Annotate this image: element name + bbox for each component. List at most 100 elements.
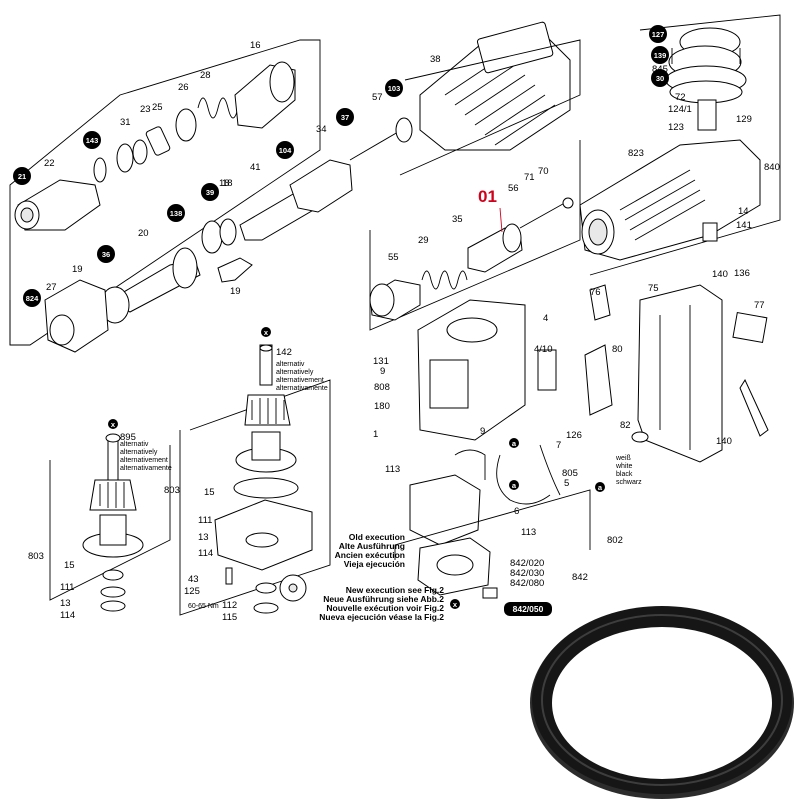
callout-badge-circle	[97, 245, 115, 263]
part-number-label: 43	[188, 574, 199, 585]
part-number-label: 1	[373, 429, 378, 440]
part-number-label: 126	[566, 430, 582, 441]
part-number-label: 808	[374, 382, 390, 393]
alt-895-line-2: alternatively	[120, 449, 158, 456]
part-number-label: 9	[480, 426, 485, 437]
part-number-label: 55	[388, 252, 399, 263]
callout-badge-circle	[23, 289, 41, 307]
alt-895-line-3: alternativement	[120, 457, 168, 464]
part-number-label: 840	[764, 162, 780, 173]
part-number-label: 9	[380, 366, 385, 377]
old-execution-line-3: Ancien exécution	[335, 550, 405, 560]
part-number-label: 823	[628, 148, 644, 159]
part-number-label: 29	[418, 235, 429, 246]
callout-badge-label: 104	[279, 146, 292, 155]
new-execution-line-2: Neue Ausführung siehe Abb.2	[323, 594, 444, 604]
callout-badge-circle	[385, 79, 403, 97]
gear-housing-assembly	[579, 14, 781, 276]
marker-x-1: x	[264, 328, 269, 337]
armature-assembly-895	[49, 433, 171, 612]
part-number-label: 13	[198, 532, 209, 543]
part-number-label: 23	[140, 104, 151, 115]
highlighted-part-label: 01	[478, 187, 497, 206]
alt-142-line-4: alternativamente	[276, 385, 328, 392]
part-number-label: 76	[590, 287, 601, 298]
o-ring-photo	[530, 606, 794, 799]
part-number-label: 123	[668, 122, 684, 133]
part-number-label: 805	[562, 468, 578, 479]
top-left-assembly	[9, 21, 581, 353]
callout-badge-circle	[13, 167, 31, 185]
part-number-label: 20	[138, 228, 149, 239]
callout-badge-label: 39	[206, 188, 214, 197]
part-number-label: 129	[736, 114, 752, 125]
callout-badge-circle	[167, 204, 185, 222]
marker-a-1: a	[512, 439, 517, 448]
part-number-label: 82	[620, 420, 631, 431]
part-number-label: 115	[222, 612, 237, 623]
part-842-050-badge	[504, 602, 552, 616]
new-execution-line-4: Nueva ejecución véase la Fig.2	[319, 612, 444, 622]
part-number-label: 26	[178, 82, 189, 93]
part-number-label: 27	[46, 282, 57, 293]
part-number-label: 19	[230, 286, 241, 297]
callout-badge-label: 138	[170, 209, 183, 218]
marker-a-2: a	[598, 483, 603, 492]
part-number-label: 136	[734, 268, 750, 279]
part-number-label: 14	[738, 206, 749, 217]
part-number-label: 141	[736, 220, 752, 231]
callout-badge-circle	[649, 25, 667, 43]
part-number-label: 16	[250, 40, 261, 51]
part-number-label: 142	[276, 347, 292, 358]
part-number-label: 140	[716, 436, 732, 447]
alt-142-line-1: alternativ	[276, 361, 305, 368]
part-number-label: 56	[508, 183, 519, 194]
part-number-label: 6	[514, 506, 519, 517]
part-number-label: 25	[152, 102, 163, 113]
torque-note: 60-65 Nm	[188, 603, 219, 610]
part-number-label: 4	[543, 313, 548, 324]
handle-assembly	[631, 284, 769, 463]
part-number-label: 124/1	[668, 104, 692, 115]
part-number-label: 180	[374, 401, 390, 412]
alt-142-line-2: alternatively	[276, 369, 314, 376]
alt-895-line-1: alternativ	[120, 441, 149, 448]
part-number-label: 80	[612, 344, 623, 355]
part-number-label: 4/10	[534, 344, 553, 355]
wire-color-2: white	[615, 463, 632, 470]
part-number-label: 75	[648, 283, 659, 294]
marker-x-3: x	[453, 600, 458, 609]
part-number-label: 31	[120, 117, 131, 128]
part-number-label: 140	[712, 269, 728, 280]
part-number-label: 18	[222, 178, 233, 189]
part-842-080: 842/080	[510, 578, 544, 589]
old-execution-line-2: Alte Ausführung	[339, 541, 405, 551]
part-842-050-label: 842/050	[513, 604, 544, 614]
callout-badge-label: 103	[388, 84, 401, 93]
motor-housing-assembly	[394, 284, 613, 599]
callout-badge-circle	[276, 141, 294, 159]
part-number-label: 22	[44, 158, 55, 169]
callout-badge-circle	[651, 69, 669, 87]
part-number-label: 38	[430, 54, 441, 65]
wire-color-3: black	[616, 471, 633, 478]
marker-x-2: x	[111, 420, 116, 429]
alt-142-line-3: alternativement	[276, 377, 324, 384]
part-number-label: 41	[250, 162, 261, 173]
part-number-label: 77	[754, 300, 765, 311]
part-number-label: 113	[385, 464, 400, 475]
part-842-020: 842/020	[510, 558, 544, 569]
wire-color-4: schwarz	[616, 479, 642, 486]
part-number-label: 114	[60, 610, 75, 621]
part-number-label: 803	[28, 551, 44, 562]
old-execution-line-4: Vieja ejecución	[344, 559, 405, 569]
part-number-label: 28	[200, 70, 211, 81]
new-execution-line-1: New execution see Fig.2	[346, 585, 445, 595]
callout-badge-circle	[651, 46, 669, 64]
part-number-label: 842	[572, 572, 588, 583]
part-number-label: 70	[538, 166, 549, 177]
callout-badge-label: 21	[18, 172, 26, 181]
part-number-label: 35	[452, 214, 463, 225]
